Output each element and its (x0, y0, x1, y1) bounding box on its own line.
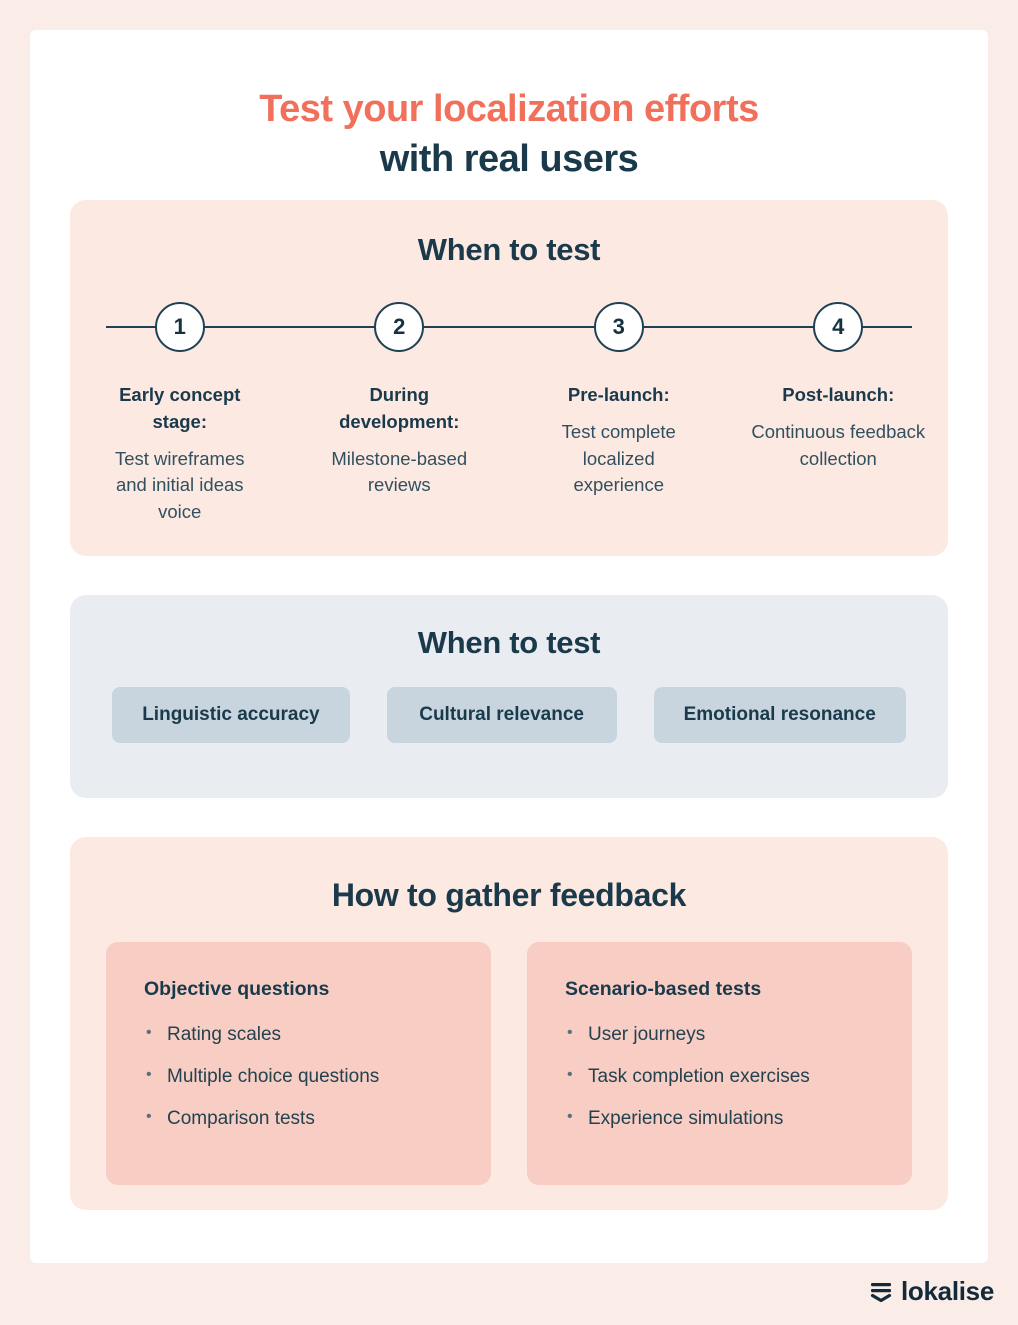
section-what-title: When to test (417, 625, 601, 660)
section-what-to-test: When to test Linguistic accuracy Cultura… (70, 595, 948, 798)
timeline-step-1: 1 Early concept stage: Test wireframes a… (70, 302, 290, 526)
section-when-to-test: When to test 1 Early concept stage: Test… (70, 200, 948, 556)
step-body: Continuous feedback collection (751, 420, 926, 469)
pill-linguistic-accuracy: Linguistic accuracy (112, 687, 350, 743)
step-number-circle: 2 (374, 302, 425, 352)
step-heading: Post-launch: (782, 384, 895, 405)
list-item: Rating scales (144, 1025, 455, 1044)
list-item: Experience simulations (565, 1109, 876, 1128)
lokalise-logo-icon (870, 1282, 892, 1302)
timeline-connector-line (106, 326, 912, 328)
card-heading: Scenario-based tests (565, 978, 762, 1000)
content-card: Test your localization efforts with real… (30, 30, 988, 1263)
lokalise-brand-name: lokalise (901, 1276, 994, 1306)
card-scenario-based-tests: Scenario-based tests User journeys Task … (527, 942, 912, 1185)
timeline-step-3: 3 Pre-launch: Test complete localized ex… (509, 302, 729, 526)
step-body: Milestone-based reviews (331, 447, 468, 496)
list-item: Task completion exercises (565, 1067, 876, 1086)
step-number-circle: 3 (593, 302, 644, 352)
pill-row: Linguistic accuracy Cultural relevance E… (70, 687, 948, 743)
page-title-line2: with real users (379, 137, 639, 180)
card-heading: Objective questions (144, 978, 330, 1000)
step-heading: Pre-launch: (567, 384, 670, 405)
card-objective-questions: Objective questions Rating scales Multip… (106, 942, 491, 1185)
section-gather-feedback: How to gather feedback Objective questio… (70, 837, 948, 1210)
list-item: Multiple choice questions (144, 1067, 455, 1086)
list-item: User journeys (565, 1025, 876, 1044)
section-feedback-title: How to gather feedback (331, 877, 687, 913)
card-item-list: User journeys Task completion exercises … (565, 1025, 876, 1128)
card-item-list: Rating scales Multiple choice questions … (144, 1025, 455, 1128)
lokalise-brand: lokalise (868, 1276, 994, 1307)
timeline: 1 Early concept stage: Test wireframes a… (70, 302, 948, 526)
pill-emotional-resonance: Emotional resonance (653, 687, 906, 743)
timeline-step-4: 4 Post-launch: Continuous feedback colle… (729, 302, 949, 526)
feedback-cards: Objective questions Rating scales Multip… (70, 942, 948, 1185)
step-number-circle: 4 (813, 302, 864, 352)
step-heading: During development: (339, 384, 460, 432)
page-title-line1: Test your localization efforts (259, 88, 759, 130)
timeline-columns: 1 Early concept stage: Test wireframes a… (70, 302, 948, 526)
step-body: Test complete localized experience (561, 420, 676, 496)
timeline-step-2: 2 During development: Milestone-based re… (290, 302, 510, 526)
section-when-title: When to test (417, 232, 601, 267)
step-number-circle: 1 (154, 302, 205, 352)
step-heading: Early concept stage: (119, 384, 241, 432)
page-title: Test your localization efforts with real… (30, 86, 988, 183)
pill-cultural-relevance: Cultural relevance (386, 687, 617, 743)
step-body: Test wireframes and initial ideas voice (114, 447, 245, 523)
list-item: Comparison tests (144, 1109, 455, 1128)
